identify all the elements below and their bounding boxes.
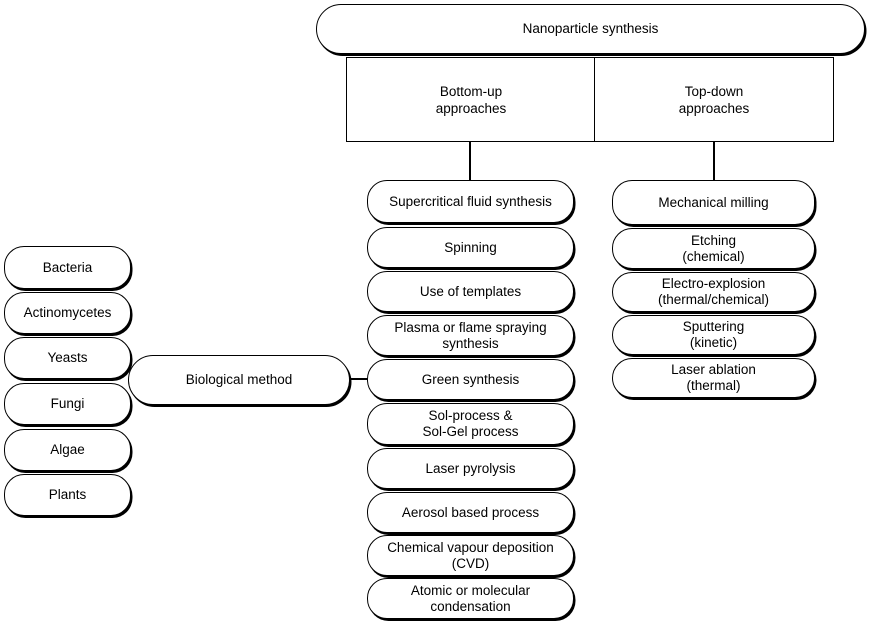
top-down-method: Mechanical milling bbox=[612, 180, 815, 225]
bottom-up-method: Green synthesis bbox=[367, 359, 574, 400]
connector-biological bbox=[350, 378, 370, 380]
bottom-up-method: Supercritical fluid synthesis bbox=[367, 180, 574, 223]
root-node: Nanoparticle synthesis bbox=[316, 4, 865, 54]
top-down-method: Etching (chemical) bbox=[612, 228, 815, 269]
biological-source: Algae bbox=[4, 429, 131, 471]
connector-top-down bbox=[713, 142, 715, 180]
bottom-up-method: Aerosol based process bbox=[367, 492, 574, 533]
biological-source: Fungi bbox=[4, 383, 131, 425]
bottom-up-method: Spinning bbox=[367, 227, 574, 268]
bottom-up-method: Atomic or molecular condensation bbox=[367, 578, 574, 619]
biological-source: Plants bbox=[4, 474, 131, 516]
approach-top-down: Top-down approaches bbox=[594, 57, 834, 142]
biological-source: Actinomycetes bbox=[4, 292, 131, 334]
top-down-method: Electro-explosion (thermal/chemical) bbox=[612, 272, 815, 312]
bottom-up-method: Laser pyrolysis bbox=[367, 448, 574, 489]
bottom-up-method: Sol-process & Sol-Gel process bbox=[367, 403, 574, 445]
approach-bottom-up: Bottom-up approaches bbox=[346, 57, 596, 142]
bottom-up-method: Use of templates bbox=[367, 271, 574, 312]
top-down-method: Laser ablation (thermal) bbox=[612, 358, 815, 398]
top-down-method: Sputtering (kinetic) bbox=[612, 315, 815, 355]
bottom-up-method: Plasma or flame spraying synthesis bbox=[367, 315, 574, 356]
bottom-up-method: Chemical vapour deposition (CVD) bbox=[367, 535, 574, 576]
connector-bottom-up bbox=[469, 142, 471, 180]
biological-method: Biological method bbox=[128, 355, 350, 405]
biological-source: Yeasts bbox=[4, 337, 131, 379]
biological-source: Bacteria bbox=[4, 246, 131, 289]
